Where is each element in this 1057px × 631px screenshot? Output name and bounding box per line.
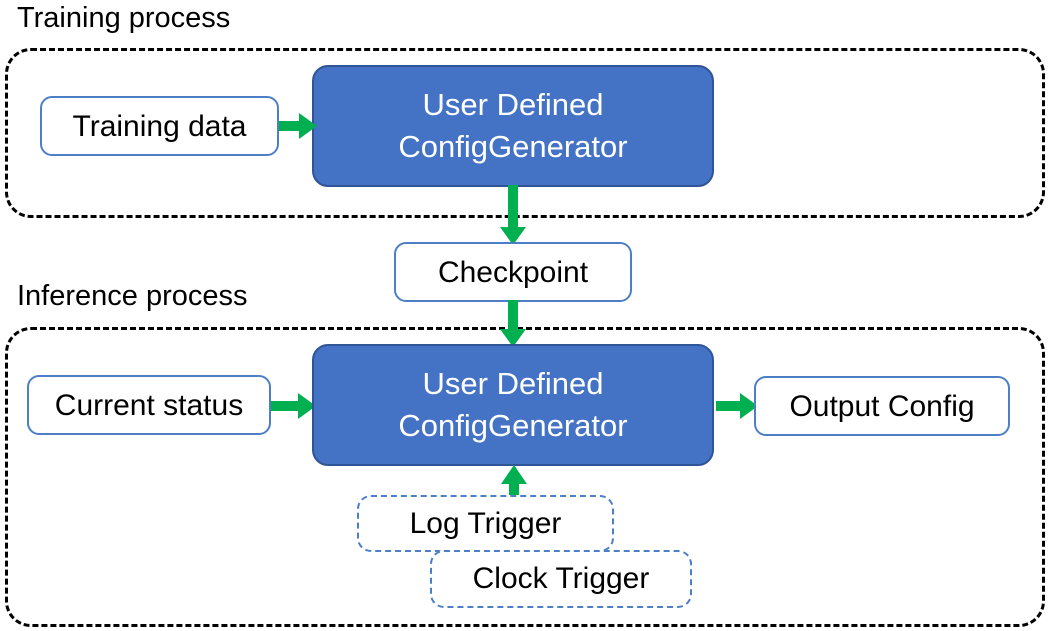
node-inference-config-generator-label-line2: ConfigGenerator [398, 408, 628, 443]
node-train-config-generator-label-line1: User Defined [422, 87, 604, 123]
node-train-config-generator-label-line2: ConfigGenerator [398, 129, 628, 164]
node-inference-config-generator[interactable]: User Defined ConfigGenerator [312, 344, 714, 466]
arrow-training-data-to-train-processor [279, 113, 317, 139]
node-output-config[interactable]: Output Config [754, 376, 1010, 436]
node-log-trigger[interactable]: Log Trigger [357, 495, 614, 552]
node-clock-trigger-label: Clock Trigger [472, 562, 650, 595]
arrow-train-processor-to-checkpoint [500, 185, 526, 245]
node-output-config-label: Output Config [789, 389, 975, 423]
node-inference-config-generator-label-line1: User Defined [422, 366, 604, 402]
node-current-status-label: Current status [54, 388, 244, 422]
node-checkpoint-label: Checkpoint [437, 255, 589, 289]
node-clock-trigger[interactable]: Clock Trigger [430, 550, 692, 608]
section-caption-training: Training process [17, 2, 231, 34]
training-process-container [5, 48, 1045, 218]
node-train-config-generator[interactable]: User Defined ConfigGenerator [312, 65, 714, 187]
node-training-data-label: Training data [72, 109, 247, 143]
node-training-data[interactable]: Training data [40, 96, 279, 156]
node-current-status[interactable]: Current status [27, 375, 271, 435]
node-log-trigger-label: Log Trigger [409, 506, 562, 540]
arrow-checkpoint-to-inference-processor [500, 300, 526, 347]
inference-process-container [5, 327, 1045, 627]
section-caption-inference: Inference process [17, 280, 248, 312]
arrow-current-status-to-inference-processor [271, 393, 316, 419]
arrow-inference-processor-to-output-config [716, 393, 758, 419]
node-checkpoint[interactable]: Checkpoint [394, 242, 632, 302]
